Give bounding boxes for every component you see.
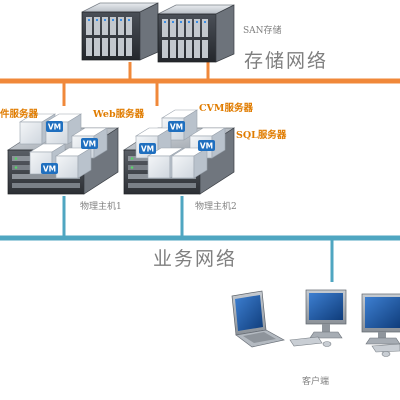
- svg-text:VM: VM: [200, 142, 213, 151]
- vm-cube-host2-e: [170, 147, 209, 179]
- vm-badge-host1-a: VM: [46, 121, 63, 132]
- desktop-computer-icon-1: [289, 289, 347, 347]
- file-server-label: 件服务器: [0, 109, 39, 120]
- svg-text:VM: VM: [170, 123, 183, 132]
- physical-host-2-label: 物理主机2: [195, 202, 237, 212]
- vm-badge-host2-c: VM: [139, 143, 156, 154]
- clients-label: 客户端: [302, 377, 330, 387]
- svg-text:VM: VM: [141, 145, 154, 154]
- san-server-1: [81, 2, 159, 61]
- business-network-label: 业务网络: [153, 248, 238, 270]
- storage-network-label: 存储网络: [244, 50, 329, 72]
- physical-host-1-label: 物理主机1: [80, 202, 122, 212]
- svg-text:VM: VM: [83, 140, 96, 149]
- vm-badge-host1-b: VM: [81, 138, 98, 149]
- web-server-label: Web服务器: [93, 109, 145, 120]
- sql-server-label: SQL服务器: [236, 130, 287, 141]
- vm-badge-host2-b: VM: [198, 140, 215, 151]
- laptop-icon: [231, 290, 285, 348]
- vm-badge-host2-a: VM: [168, 121, 185, 132]
- vm-cube-host1-e: [54, 147, 93, 179]
- cvm-server-label: CVM服务器: [199, 103, 253, 114]
- desktop-computer-icon-2: [361, 293, 400, 357]
- san-server-2: [157, 4, 235, 63]
- vm-badge-host1-c: VM: [41, 163, 58, 174]
- svg-text:VM: VM: [43, 165, 56, 174]
- san-storage-label: SAN存储: [243, 26, 282, 36]
- svg-text:VM: VM: [48, 123, 61, 132]
